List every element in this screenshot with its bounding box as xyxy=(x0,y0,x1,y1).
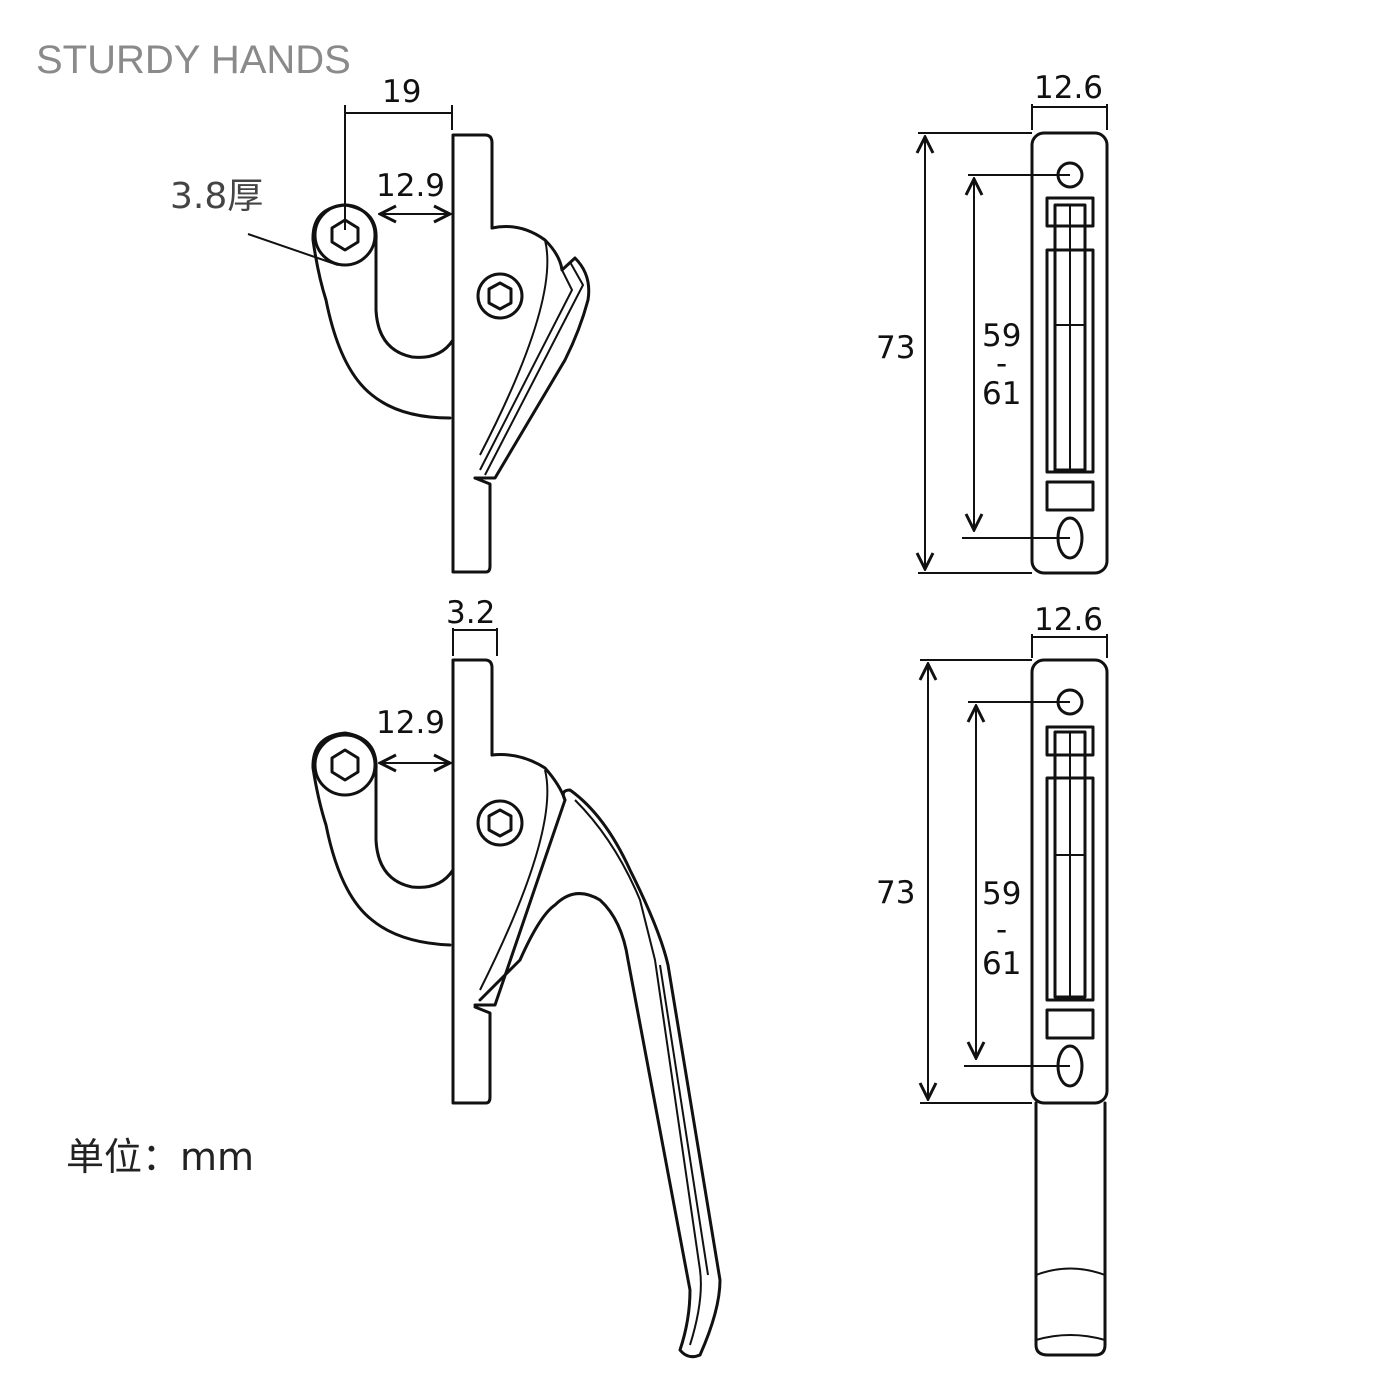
pivot-hex xyxy=(330,748,360,782)
dim-12-9-bottom: 12.9 xyxy=(376,705,445,741)
pivot-ring xyxy=(313,733,377,797)
screw-ring xyxy=(476,272,524,320)
cam-inner xyxy=(479,261,585,476)
small-slot xyxy=(1045,480,1095,512)
front-plate xyxy=(1030,658,1109,1105)
handle xyxy=(478,788,722,1359)
dim-73-bottom: 73 xyxy=(876,875,915,911)
cam-head xyxy=(473,753,567,1007)
pivot-hex xyxy=(330,218,360,252)
dim-61-bottom: 61 xyxy=(982,946,1021,982)
handle-grip xyxy=(1035,1267,1106,1341)
cam-inner xyxy=(479,769,549,991)
dim-dash-bottom: - xyxy=(996,912,1007,948)
base-plate xyxy=(451,133,494,574)
cam-edge xyxy=(479,239,549,456)
dim-19: 19 xyxy=(382,74,421,110)
front-view-top: 12.6 73 59 - 61 xyxy=(876,70,1109,575)
handle-ridge xyxy=(574,799,702,1346)
screw-hex xyxy=(487,808,513,838)
hook-body xyxy=(311,203,455,420)
front-view-bottom: 12.6 73 59 - 61 xyxy=(876,602,1109,1357)
cam-head xyxy=(473,225,591,480)
handle-front xyxy=(1034,1101,1107,1357)
dim-3-2: 3.2 xyxy=(446,595,495,631)
brand-label: STURDY HANDS xyxy=(36,38,351,82)
small-slot xyxy=(1045,1008,1095,1040)
dim-59-bottom: 59 xyxy=(982,876,1021,912)
hook-body xyxy=(311,731,455,947)
screw-ring xyxy=(476,799,524,847)
side-view-bottom: 3.2 12.9 xyxy=(311,595,722,1359)
dim-59-top: 59 xyxy=(982,318,1021,354)
dim-12-6-bottom: 12.6 xyxy=(1034,602,1103,638)
dim-12-9-top: 12.9 xyxy=(376,168,445,204)
handle-ridge-2 xyxy=(659,964,709,1276)
thickness-note: 3.8厚 xyxy=(170,176,263,217)
front-plate xyxy=(1030,131,1109,575)
dim-12-6-top: 12.6 xyxy=(1034,70,1103,106)
dim-61-top: 61 xyxy=(982,376,1021,412)
side-view-top: 19 12.9 3.8厚 xyxy=(170,74,591,574)
dim-73-top: 73 xyxy=(876,330,915,366)
screw-hex xyxy=(487,281,513,311)
dim-dash-top: - xyxy=(996,346,1007,382)
base-plate xyxy=(451,658,494,1105)
unit-label: 单位：mm xyxy=(66,1135,254,1179)
